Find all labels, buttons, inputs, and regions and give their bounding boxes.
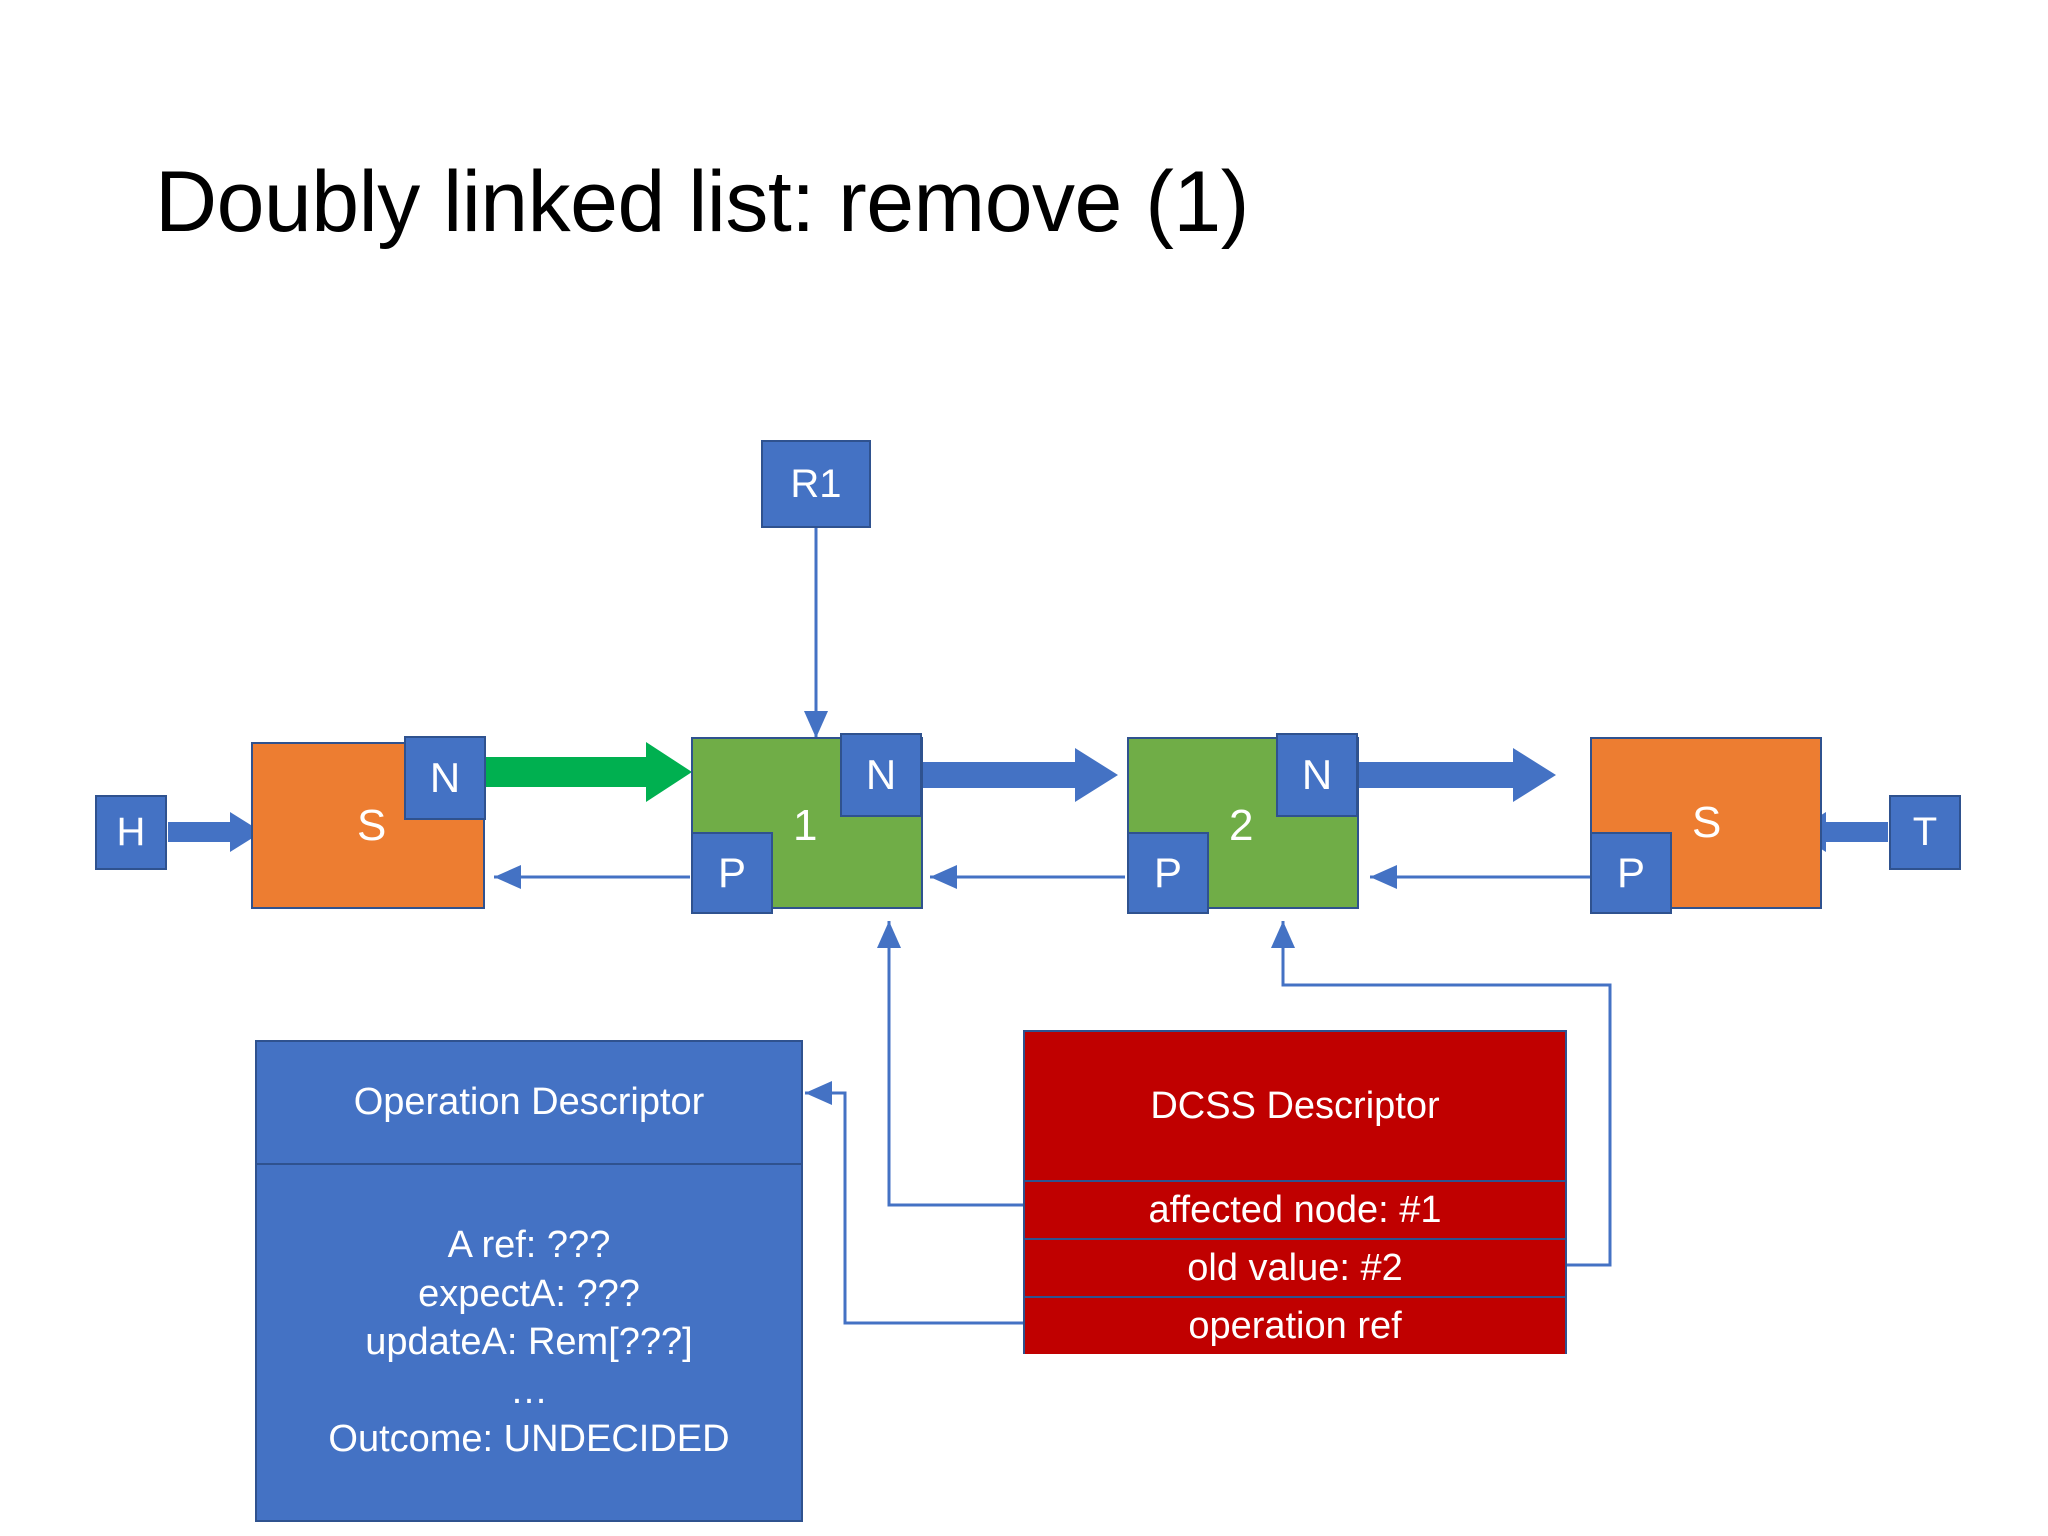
operation-descriptor-fields: A ref: ??? expectA: ??? updateA: Rem[???… — [257, 1165, 801, 1520]
dcss-descriptor-title: DCSS Descriptor — [1025, 1032, 1565, 1180]
arrow-head-to-sentinel — [168, 812, 262, 852]
op-field-expect-a: expectA: ??? — [418, 1272, 640, 1315]
op-field-outcome: Outcome: UNDECIDED — [328, 1418, 730, 1461]
tail-pointer-chip[interactable]: T — [1889, 795, 1961, 870]
node-2-next-chip[interactable]: N — [1276, 733, 1358, 817]
node-value-label: S — [1692, 798, 1722, 847]
node-value-label: 1 — [793, 801, 818, 850]
op-field-a-ref: A ref: ??? — [447, 1223, 611, 1266]
node-2-prev-chip[interactable]: P — [1127, 832, 1209, 914]
node-tail-sentinel-prev-chip[interactable]: P — [1590, 832, 1672, 914]
op-field-update-a: updateA: Rem[???] — [365, 1321, 693, 1364]
dcss-descriptor-panel[interactable]: DCSS Descriptor affected node: #1 old va… — [1023, 1030, 1567, 1354]
operation-descriptor-title: Operation Descriptor — [257, 1042, 801, 1165]
operation-descriptor-panel[interactable]: Operation Descriptor A ref: ??? expectA:… — [255, 1040, 803, 1522]
arrow-next-node1-to-node2 — [920, 748, 1118, 802]
arrow-dcss-opref-to-operation-descriptor — [805, 1081, 1023, 1325]
arrow-dcss-affectednode-to-node1 — [877, 921, 1023, 1207]
head-pointer-chip[interactable]: H — [95, 795, 167, 870]
node-value-label: 2 — [1229, 801, 1254, 850]
dcss-row-operation-ref[interactable]: operation ref — [1025, 1296, 1565, 1354]
node-head-sentinel-next-chip[interactable]: N — [404, 736, 486, 820]
record-pointer-chip[interactable]: R1 — [761, 440, 871, 528]
node-value-label: S — [357, 801, 387, 850]
arrow-next-node2-to-tail — [1343, 748, 1556, 802]
dcss-row-affected-node[interactable]: affected node: #1 — [1025, 1180, 1565, 1238]
node-1-next-chip[interactable]: N — [840, 733, 922, 817]
page-title: Doubly linked list: remove (1) — [155, 154, 1249, 250]
dcss-row-old-value[interactable]: old value: #2 — [1025, 1238, 1565, 1296]
node-1-prev-chip[interactable]: P — [691, 832, 773, 914]
op-field-ellipsis: … — [510, 1369, 548, 1412]
arrow-active-next-sentinel-to-node1 — [484, 742, 692, 802]
